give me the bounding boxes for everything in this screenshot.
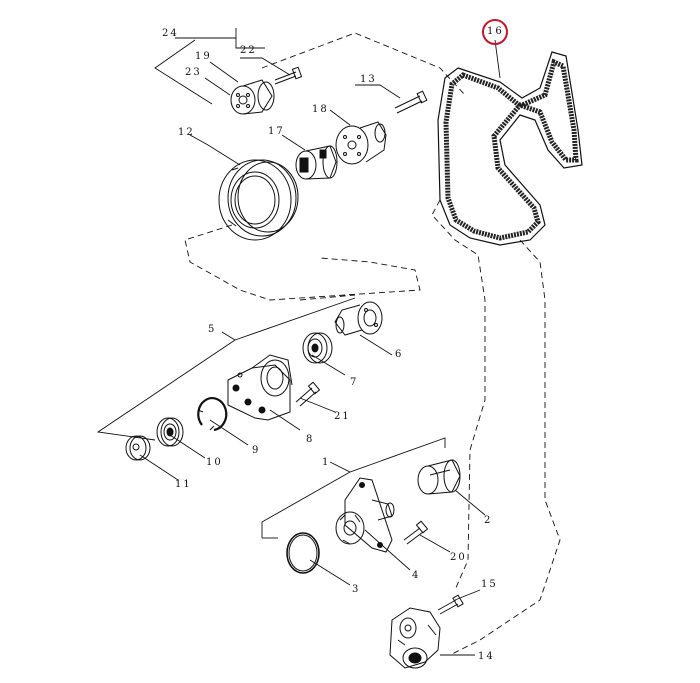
label-11: 11 xyxy=(175,479,192,490)
label-24: 24 xyxy=(162,28,179,39)
label-4: 4 xyxy=(412,570,421,581)
spacer-17 xyxy=(295,145,338,180)
label-5: 5 xyxy=(208,324,217,335)
bolt-13 xyxy=(394,90,428,114)
bolt-22 xyxy=(274,66,303,85)
label-17: 17 xyxy=(268,126,285,137)
label-2: 2 xyxy=(484,515,493,526)
label-9: 9 xyxy=(252,445,261,456)
bearing-7 xyxy=(302,332,333,364)
bolt-21 xyxy=(295,381,321,407)
label-10: 10 xyxy=(206,457,223,468)
tensioner-14 xyxy=(389,607,441,669)
water-pump-4 xyxy=(335,477,395,553)
label-8: 8 xyxy=(306,434,315,445)
label-23: 23 xyxy=(185,67,202,78)
label-3: 3 xyxy=(352,584,361,595)
o-ring-3 xyxy=(286,532,320,574)
label-13: 13 xyxy=(360,74,377,85)
leader-lines xyxy=(96,28,501,656)
idler-housing-8 xyxy=(227,354,293,421)
label-14: 14 xyxy=(478,651,495,662)
pulley-12 xyxy=(218,159,299,241)
bolt-15 xyxy=(437,594,464,615)
label-6: 6 xyxy=(395,349,404,360)
label-22: 22 xyxy=(240,45,257,56)
cap-11 xyxy=(125,435,151,461)
label-21: 21 xyxy=(334,411,351,422)
snap-ring-9 xyxy=(197,397,228,432)
bearing-10 xyxy=(156,417,184,447)
highlight-ring-16 xyxy=(482,19,508,45)
bolt-20 xyxy=(403,520,429,545)
idler-bracket-18 xyxy=(335,121,387,165)
label-15: 15 xyxy=(481,579,498,590)
shaft-6 xyxy=(334,301,383,336)
label-7: 7 xyxy=(350,377,359,388)
label-20: 20 xyxy=(450,552,467,563)
serpentine-belt xyxy=(437,51,583,246)
label-19: 19 xyxy=(195,51,212,62)
sleeve-2 xyxy=(417,459,461,495)
label-12: 12 xyxy=(178,127,195,138)
idler-pulley-23 xyxy=(230,79,275,115)
assembly-path-lines xyxy=(184,32,561,656)
label-1: 1 xyxy=(322,457,331,468)
label-18: 18 xyxy=(312,104,329,115)
